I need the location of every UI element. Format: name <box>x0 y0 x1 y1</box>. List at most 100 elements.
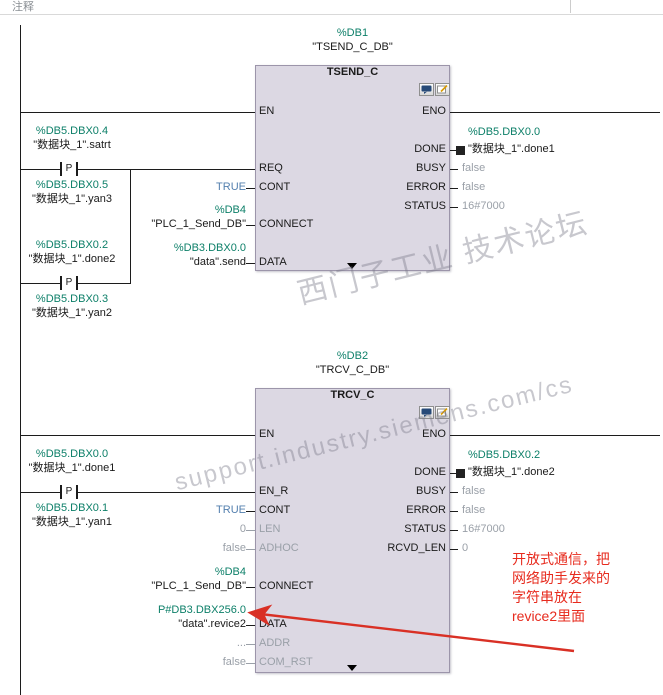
pencil-card-icon <box>437 408 448 417</box>
trcv-edit-comment-button[interactable] <box>435 406 450 419</box>
contact-bar[interactable] <box>76 276 78 290</box>
trcv-busy-value[interactable]: false <box>462 485 486 497</box>
tsend-data-symbol[interactable]: "data".send <box>189 256 246 268</box>
stub-done2 <box>450 473 456 474</box>
comment-bubble-icon <box>421 85 432 94</box>
trcv-block-title: TRCV_C <box>330 389 375 401</box>
tsend-contact1-mem-symbol[interactable]: "数据块_1".yan3 <box>32 193 112 205</box>
contact-bar[interactable] <box>60 276 62 290</box>
network-comment-label[interactable]: 注释 <box>12 1 34 13</box>
stub-addr <box>246 644 255 645</box>
contact-bar[interactable] <box>76 485 78 499</box>
tsend-contact1-mem-operand[interactable]: %DB5.DBX0.5 <box>35 179 109 191</box>
tsend-busy-value[interactable]: false <box>462 162 486 174</box>
tsend-instance-db[interactable]: %DB1 <box>336 27 369 39</box>
trcv-contact1-p-trigger[interactable]: P <box>65 486 73 497</box>
trcv-instance-name[interactable]: "TRCV_C_DB" <box>315 364 390 376</box>
trcv-cont-value[interactable]: TRUE <box>216 504 246 516</box>
trcv-pin-cont: CONT <box>259 504 291 516</box>
stub-status1 <box>450 207 458 208</box>
trcv-error-value[interactable]: false <box>462 504 486 516</box>
tsend-pin-eno: ENO <box>422 105 446 117</box>
comment-bubble-icon <box>421 408 432 417</box>
tsend-connect-symbol[interactable]: "PLC_1_Send_DB" <box>151 218 246 230</box>
tsend-contact2-p-trigger[interactable]: P <box>65 277 73 288</box>
trcv-connect-symbol[interactable]: "PLC_1_Send_DB" <box>151 580 246 592</box>
comment-separator <box>0 14 663 15</box>
assign-box[interactable] <box>456 146 465 155</box>
stub-comrst <box>246 663 255 664</box>
trcv-done-symbol[interactable]: "数据块_1".done2 <box>468 466 555 478</box>
trcv-instance-db[interactable]: %DB2 <box>336 350 369 362</box>
trcv-addr-value[interactable]: ... <box>236 637 246 649</box>
tsend-pin-busy: BUSY <box>416 162 446 174</box>
stub-connect1 <box>246 225 255 226</box>
stub-status2 <box>450 530 458 531</box>
tsend-pin-cont: CONT <box>259 181 291 193</box>
trcv-comment-toggle-button[interactable] <box>419 406 434 419</box>
wire-enr-b <box>78 492 255 493</box>
trcv-len-value[interactable]: 0 <box>239 523 246 535</box>
tsend-connect-operand[interactable]: %DB4 <box>214 204 246 216</box>
tsend-c-block[interactable] <box>255 65 450 271</box>
trcv-contact1-mem-symbol[interactable]: "数据块_1".yan1 <box>32 516 112 528</box>
trcv-data-operand[interactable]: P#DB3.DBX256.0 <box>157 604 246 616</box>
tsend-contact2-operand[interactable]: %DB5.DBX0.2 <box>35 239 109 251</box>
wire-en2 <box>20 435 255 436</box>
tsend-contact1-p-trigger[interactable]: P <box>65 163 73 174</box>
trcv-comrst-value[interactable]: false <box>222 656 246 668</box>
tsend-done-operand[interactable]: %DB5.DBX0.0 <box>468 126 541 138</box>
tsend-pin-req: REQ <box>259 162 283 174</box>
tsend-pin-status: STATUS <box>404 200 446 212</box>
assign-box[interactable] <box>456 469 465 478</box>
contact-bar[interactable] <box>60 162 62 176</box>
trcv-expand-arrow[interactable] <box>347 665 357 671</box>
trcv-contact1-operand[interactable]: %DB5.DBX0.0 <box>35 448 109 460</box>
tsend-contact2-mem-operand[interactable]: %DB5.DBX0.3 <box>35 293 109 305</box>
trcv-data-symbol[interactable]: "data".revice2 <box>178 618 246 630</box>
stub-error1 <box>450 188 458 189</box>
stub-data2 <box>246 625 255 626</box>
trcv-rcvdlen-value[interactable]: 0 <box>462 542 469 554</box>
trcv-contact1-mem-operand[interactable]: %DB5.DBX0.1 <box>35 502 109 514</box>
trcv-status-value[interactable]: 16#7000 <box>462 523 505 535</box>
trcv-pin-adhoc: ADHOC <box>259 542 299 554</box>
trcv-pin-connect: CONNECT <box>259 580 314 592</box>
tsend-expand-arrow[interactable] <box>347 263 357 269</box>
tsend-data-operand[interactable]: %DB3.DBX0.0 <box>173 242 246 254</box>
stub-len <box>246 530 255 531</box>
trcv-contact1-symbol[interactable]: "数据块_1".done1 <box>28 462 116 474</box>
annotation-line-4: revice2里面 <box>512 608 586 624</box>
trcv-adhoc-value[interactable]: false <box>222 542 246 554</box>
tsend-contact1-symbol[interactable]: "数据块_1".satrt <box>33 139 111 151</box>
tsend-instance-name[interactable]: "TSEND_C_DB" <box>312 41 393 53</box>
trcv-done-operand[interactable]: %DB5.DBX0.2 <box>468 449 541 461</box>
contact-bar[interactable] <box>76 162 78 176</box>
tsend-cont-value[interactable]: TRUE <box>216 181 246 193</box>
trcv-pin-len: LEN <box>259 523 281 535</box>
trcv-connect-operand[interactable]: %DB4 <box>214 566 246 578</box>
tsend-edit-comment-button[interactable] <box>435 83 450 96</box>
tsend-error-value[interactable]: false <box>462 181 486 193</box>
wire-req-b <box>78 169 255 170</box>
wire-enr-a <box>21 492 60 493</box>
tsend-pin-error: ERROR <box>406 181 446 193</box>
pane-divider <box>570 0 571 13</box>
stub-cont2 <box>246 511 255 512</box>
annotation-line-3: 字符串放在 <box>512 589 582 605</box>
tsend-contact2-symbol[interactable]: "数据块_1".done2 <box>28 253 116 265</box>
tsend-contact2-mem-symbol[interactable]: "数据块_1".yan2 <box>32 307 112 319</box>
annotation-line-2: 网络助手发来的 <box>512 570 610 586</box>
tsend-pin-connect: CONNECT <box>259 218 314 230</box>
tsend-status-value[interactable]: 16#7000 <box>462 200 505 212</box>
trcv-pin-en: EN <box>259 428 275 440</box>
tsend-done-symbol[interactable]: "数据块_1".done1 <box>468 143 555 155</box>
stub-connect2 <box>246 587 255 588</box>
tsend-comment-toggle-button[interactable] <box>419 83 434 96</box>
stub-done1 <box>450 150 456 151</box>
wire-eno2 <box>450 435 660 436</box>
tsend-contact1-operand[interactable]: %DB5.DBX0.4 <box>35 125 109 137</box>
contact-bar[interactable] <box>60 485 62 499</box>
stub-adhoc <box>246 549 255 550</box>
